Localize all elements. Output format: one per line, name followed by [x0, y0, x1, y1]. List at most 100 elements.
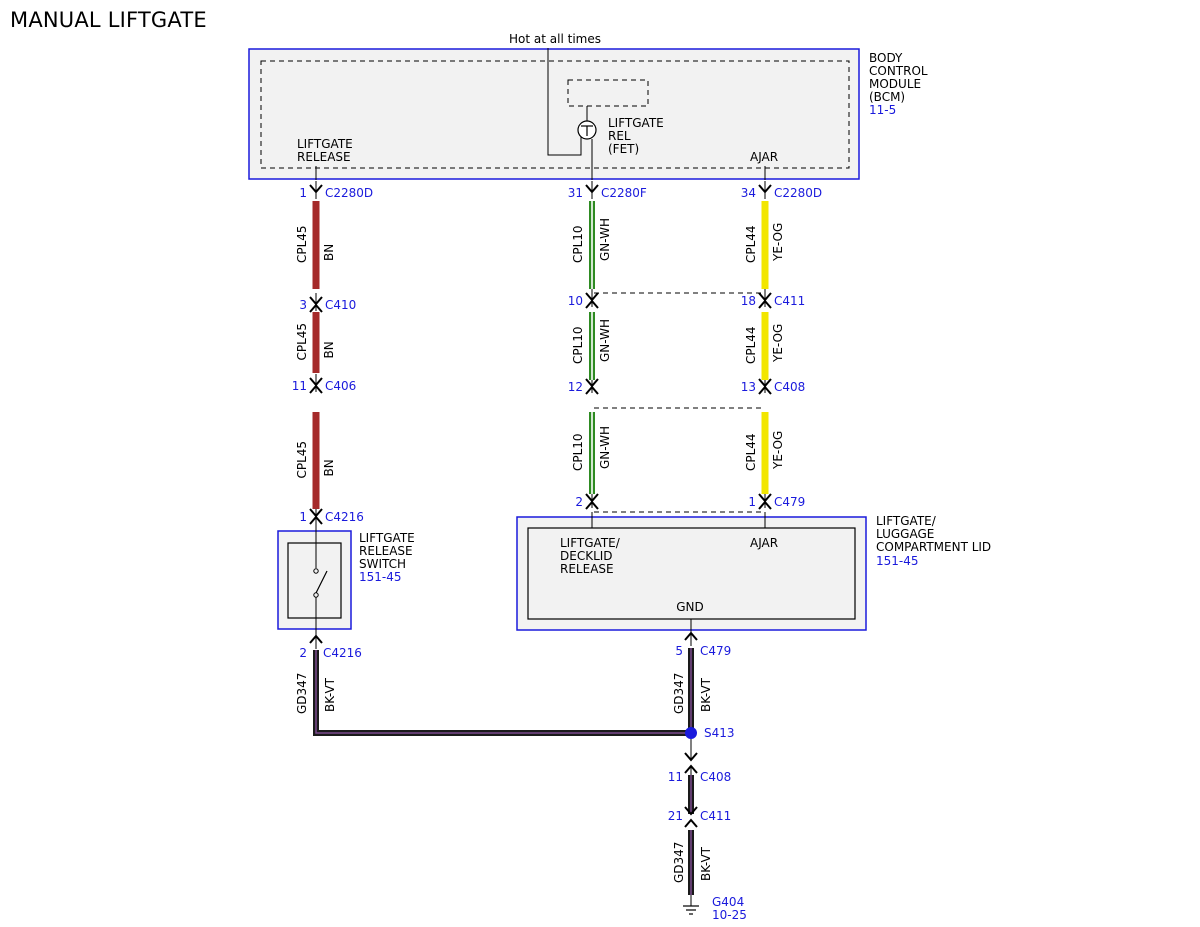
liftgate-release-switch[interactable]: LIFTGATE RELEASE SWITCH 151-45: [277, 520, 419, 640]
connector-label-c479-bottom[interactable]: C479: [700, 644, 731, 658]
ground-icon: [683, 895, 699, 915]
lid-pin-ajar-label: AJAR: [750, 536, 778, 550]
ground-circuit-label-bottom: GD347: [672, 842, 686, 883]
body-control-module[interactable]: Hot at all times LIFTGATE REL (FET) LIFT…: [248, 32, 931, 180]
connector-pin: 13: [741, 380, 756, 394]
lid-name-label: LIFTGATE/ LUGGAGE COMPARTMENT LID: [876, 514, 991, 554]
switch-inner-box: [287, 542, 342, 619]
wire-circuit-label: CPL44: [744, 433, 758, 471]
connector-pin: 2: [299, 646, 307, 660]
connector-label-c4216[interactable]: C4216: [325, 510, 364, 524]
connector-chevron-icon: [585, 299, 599, 309]
hot-feed-wire: [547, 48, 582, 156]
connector-label-c411[interactable]: C411: [774, 294, 805, 308]
page-title: MANUAL LIFTGATE: [10, 8, 207, 32]
connector-pin: 10: [568, 294, 583, 308]
switch-contact-icon: [313, 568, 319, 574]
ground-circuit-label-left: GD347: [295, 673, 309, 714]
connector-pin: 2: [575, 495, 583, 509]
wire-circuit-label: CPL10: [571, 225, 585, 263]
ground-circuit: 2 C4216 5 C479 GD347 BK-VT GD347 BK-VT S…: [295, 619, 747, 922]
connector-c479-bottom-icon: [684, 631, 698, 641]
bcm-pin-liftgate-release-label: LIFTGATE RELEASE: [297, 137, 357, 164]
connector-pin: 12: [568, 380, 583, 394]
switch-lever-icon: [315, 570, 328, 594]
wire-circuit-label: CPL45: [295, 441, 309, 479]
connector-c4216-bottom-icon: [309, 634, 323, 644]
wire-color-label: GN-WH: [598, 218, 612, 261]
connector-label-c479[interactable]: C479: [774, 495, 805, 509]
connector-pin: 3: [299, 298, 307, 312]
connector-chevron-icon: [585, 500, 599, 510]
wire-circuit-label: CPL44: [744, 326, 758, 364]
bcm-fet-housing: [567, 79, 649, 107]
ground-color-label-right: BK-VT: [699, 677, 713, 712]
connector-label-c2280f[interactable]: C2280F: [601, 186, 647, 200]
connector-chevron-icon: [585, 184, 599, 194]
wire-color-label: BN: [322, 244, 336, 261]
connector-chevron-icon: [309, 515, 323, 525]
connector-chevron-icon: [309, 303, 323, 313]
wire-color-label: GN-WH: [598, 319, 612, 362]
connector-chevron-icon: [758, 385, 772, 395]
wire-color-label: YE-OG: [771, 223, 785, 262]
splice-s413-icon: [685, 727, 697, 739]
bcm-inner-box: [260, 60, 850, 169]
connector-label-c408-ground[interactable]: C408: [700, 770, 731, 784]
connector-chevron-icon: [758, 500, 772, 510]
connector-label-c406[interactable]: C406: [325, 379, 356, 393]
connector-label-c4216-bottom[interactable]: C4216: [323, 646, 362, 660]
connector-label-c408[interactable]: C408: [774, 380, 805, 394]
connector-label-c2280d[interactable]: C2280D: [774, 186, 822, 200]
lid-pin-release-label: LIFTGATE/ DECKLID RELEASE: [560, 536, 624, 576]
bcm-name-label: BODY CONTROL MODULE (BCM): [869, 51, 931, 104]
switch-name-label: LIFTGATE RELEASE SWITCH: [359, 531, 419, 571]
connector-label-c2280d[interactable]: C2280D: [325, 186, 373, 200]
liftgate-luggage-compartment-lid[interactable]: LIFTGATE/ DECKLID RELEASE AJAR GND LIFTG…: [516, 512, 991, 631]
bcm-ref-link[interactable]: 11-5: [869, 103, 896, 117]
connector-pin: 21: [668, 809, 683, 823]
ground-circuit-label-right: GD347: [672, 673, 686, 714]
connector-label-c410[interactable]: C410: [325, 298, 356, 312]
wire-circuit-label: CPL10: [571, 433, 585, 471]
wire-color-label: YE-OG: [771, 431, 785, 470]
fet-label: LIFTGATE REL (FET): [608, 116, 668, 156]
ground-g404-label[interactable]: G404: [712, 895, 744, 909]
wire-circuit-label: CPL45: [295, 323, 309, 361]
wire-circuit-label: CPL45: [295, 225, 309, 263]
wire-color-label: BN: [322, 341, 336, 358]
ground-ref-link[interactable]: 10-25: [712, 908, 747, 922]
connector-c411-ground-icon: [684, 818, 698, 828]
wire-color-label: YE-OG: [771, 324, 785, 363]
connector-chevron-icon: [758, 299, 772, 309]
connector-label-c411-ground[interactable]: C411: [700, 809, 731, 823]
connector-pin: 1: [299, 510, 307, 524]
lid-ref-link[interactable]: 151-45: [876, 554, 919, 568]
connector-pin: 1: [299, 186, 307, 200]
lid-pin-gnd-label: GND: [676, 600, 704, 614]
bcm-pin-ajar-label: AJAR: [750, 150, 778, 164]
bcm-outer-box: [248, 48, 860, 180]
connector-chevron-icon: [309, 184, 323, 194]
hot-at-all-times-label: Hot at all times: [509, 32, 601, 46]
wire-circuit-label: CPL10: [571, 326, 585, 364]
connector-chevron-icon: [309, 384, 323, 394]
connector-pin: 34: [741, 186, 756, 200]
wire-color-label: GN-WH: [598, 426, 612, 469]
splice-label-s413[interactable]: S413: [704, 726, 735, 740]
connector-pin: 31: [568, 186, 583, 200]
connector-pin: 11: [292, 379, 307, 393]
wire-circuit-label: CPL44: [744, 225, 758, 263]
connector-pin: 11: [668, 770, 683, 784]
switch-ref-link[interactable]: 151-45: [359, 570, 402, 584]
lid-inner-box: [527, 527, 856, 620]
connector-pin: 5: [675, 644, 683, 658]
ground-color-label-bottom: BK-VT: [699, 846, 713, 881]
ground-color-label-left: BK-VT: [323, 677, 337, 712]
connector-chevron-icon: [758, 184, 772, 194]
ground-wire-switch: [313, 650, 691, 736]
